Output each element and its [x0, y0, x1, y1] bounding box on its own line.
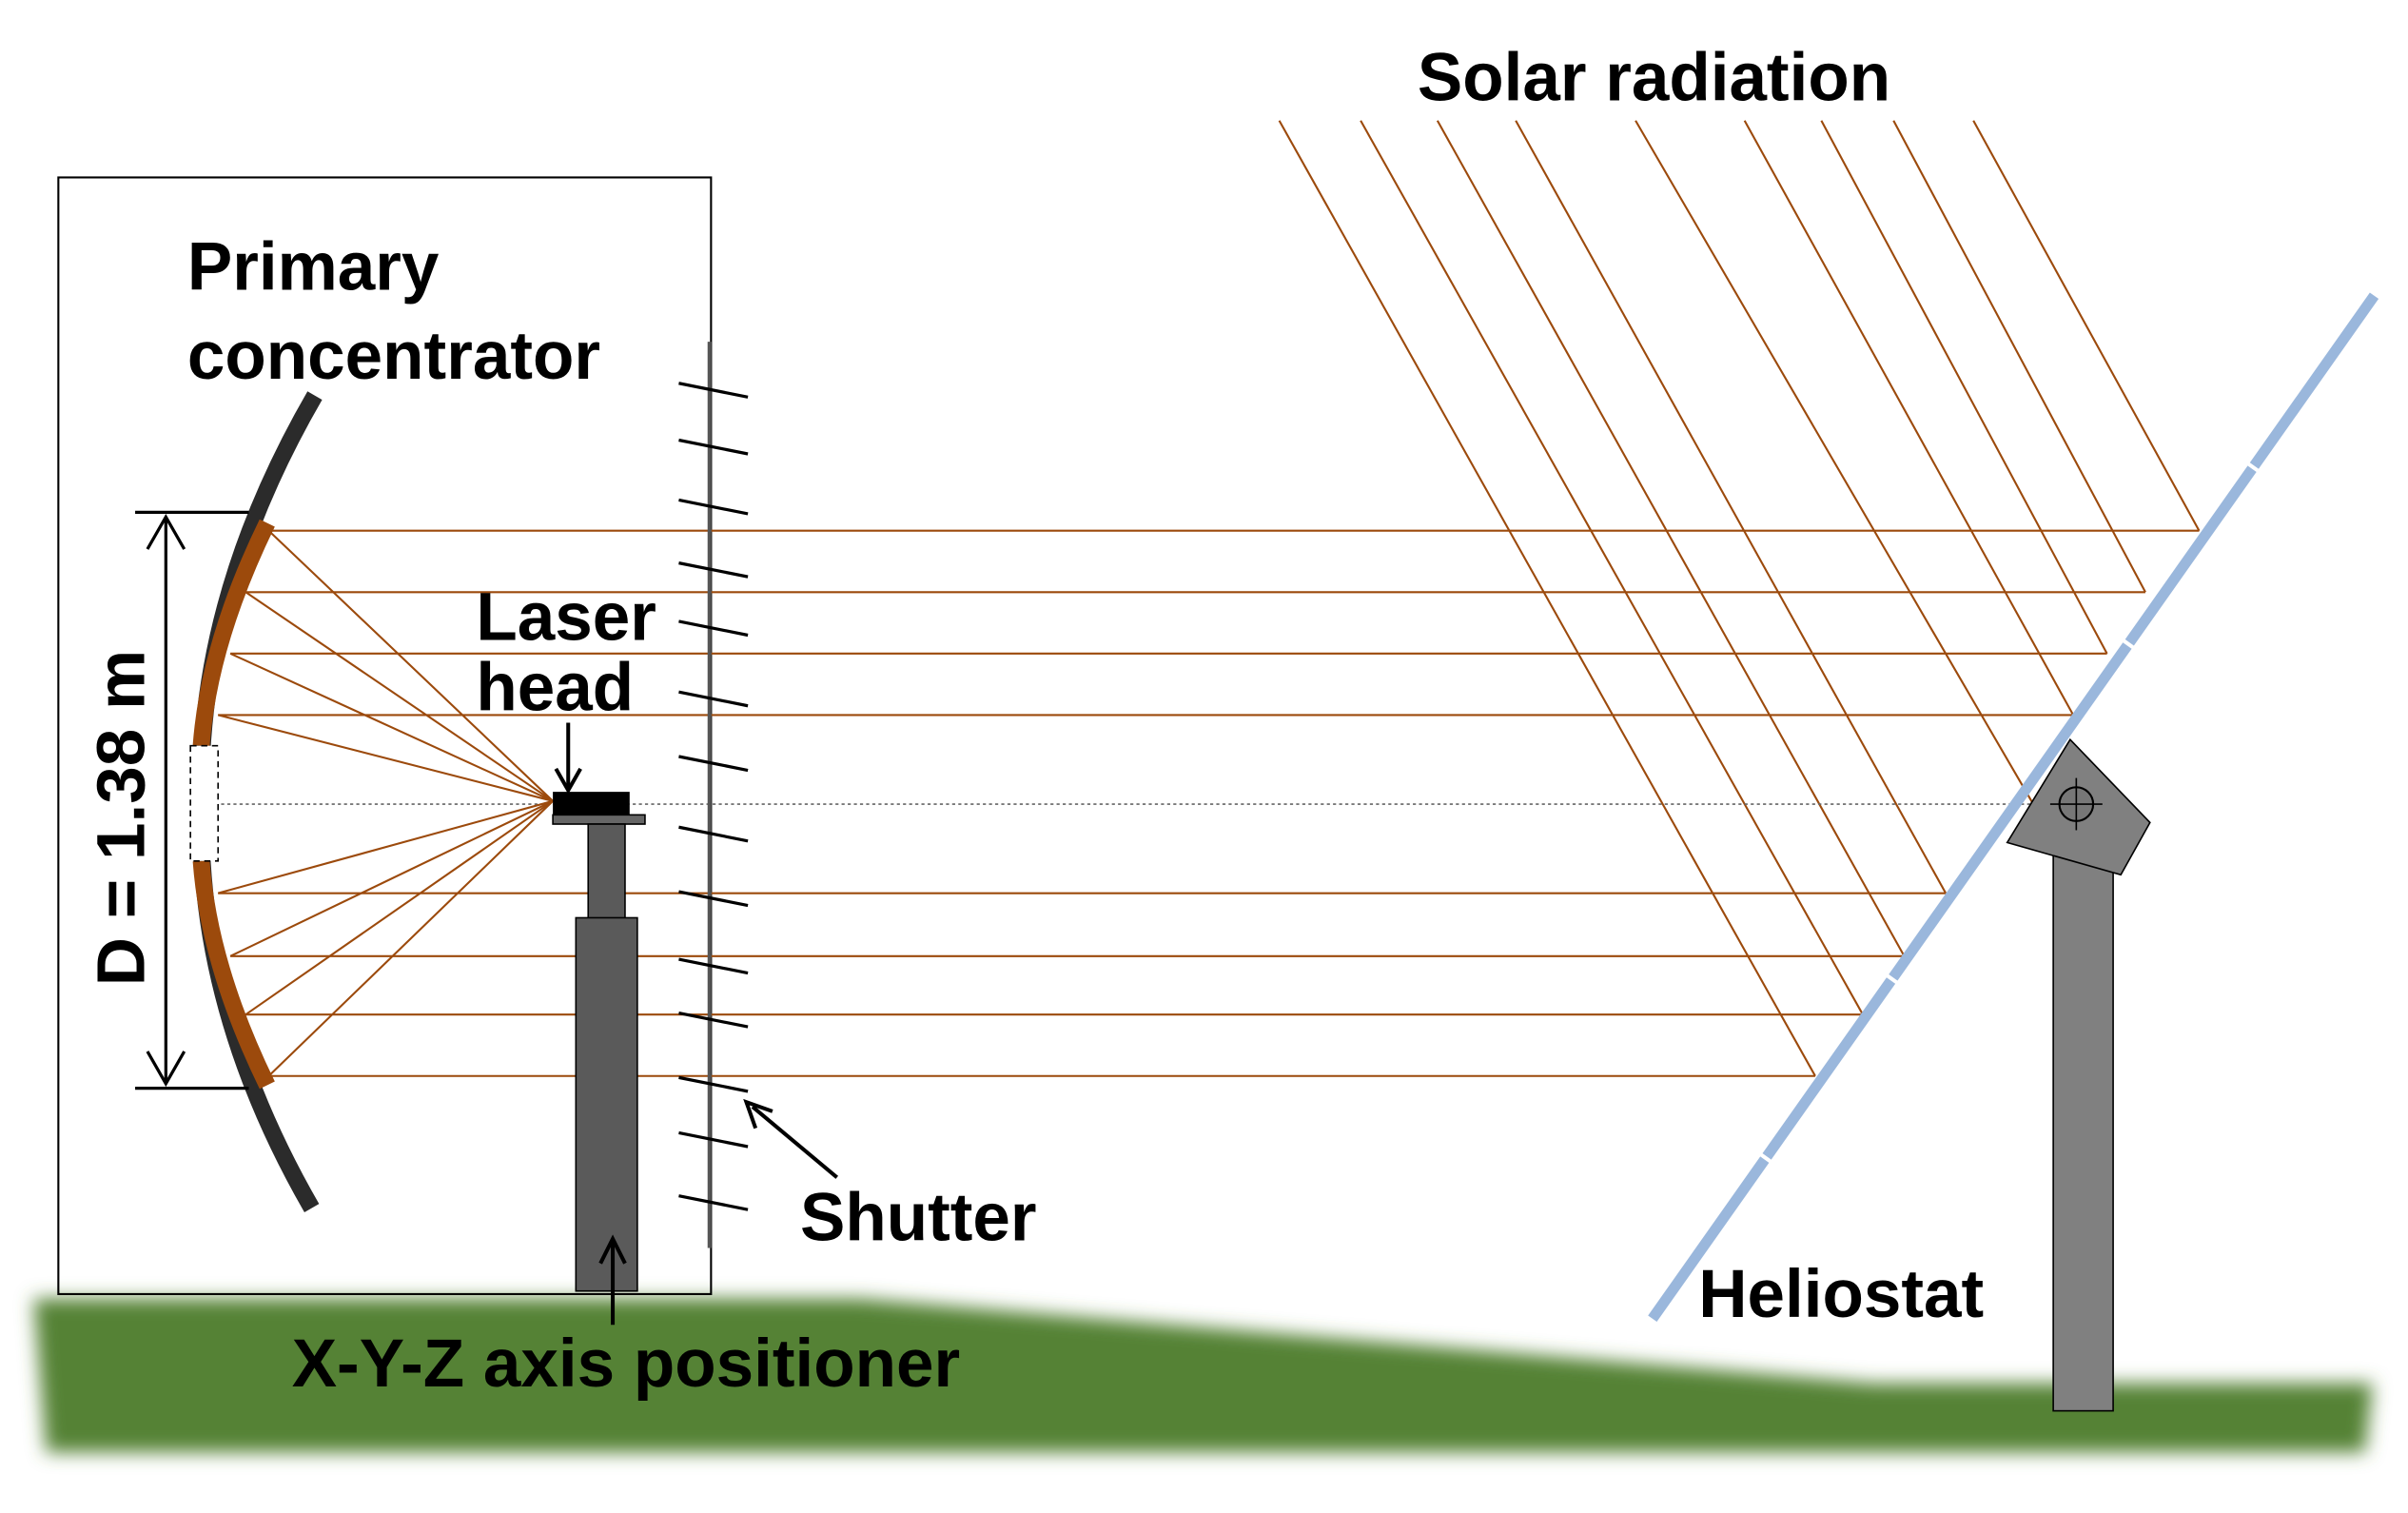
- shutter: [678, 342, 749, 1248]
- heliostat-post: [2052, 849, 2114, 1412]
- primary-concentrator-mirror: [189, 391, 323, 1212]
- solar-radiation-label: Solar radiation: [1418, 41, 1890, 116]
- heliostat-label: Heliostat: [1698, 1257, 1984, 1332]
- shutter-label: Shutter: [800, 1180, 1037, 1255]
- xyz-positioner: [575, 823, 638, 1292]
- heliostat-mirror: [1648, 292, 2379, 1323]
- label-arrows: [554, 722, 839, 1326]
- primary-concentrator-label-line1: Primary: [187, 229, 440, 305]
- laser-head-label-line1: Laser: [476, 580, 656, 655]
- focused-rays: [217, 529, 554, 1077]
- incoming-solar-rays: [1278, 120, 2201, 1077]
- diameter-label: D = 1.38 m: [85, 650, 160, 986]
- primary-concentrator-label-line2: concentrator: [187, 319, 600, 394]
- reflected-horizontal-rays: [218, 529, 2200, 1077]
- laser-head-label-line2: head: [476, 651, 634, 726]
- laser-head: [552, 792, 646, 825]
- heliostat: [1648, 292, 2379, 1412]
- diameter-dimension: [135, 510, 249, 1091]
- positioner-label: X-Y-Z axis positioner: [292, 1326, 960, 1402]
- ground: [33, 1298, 2373, 1453]
